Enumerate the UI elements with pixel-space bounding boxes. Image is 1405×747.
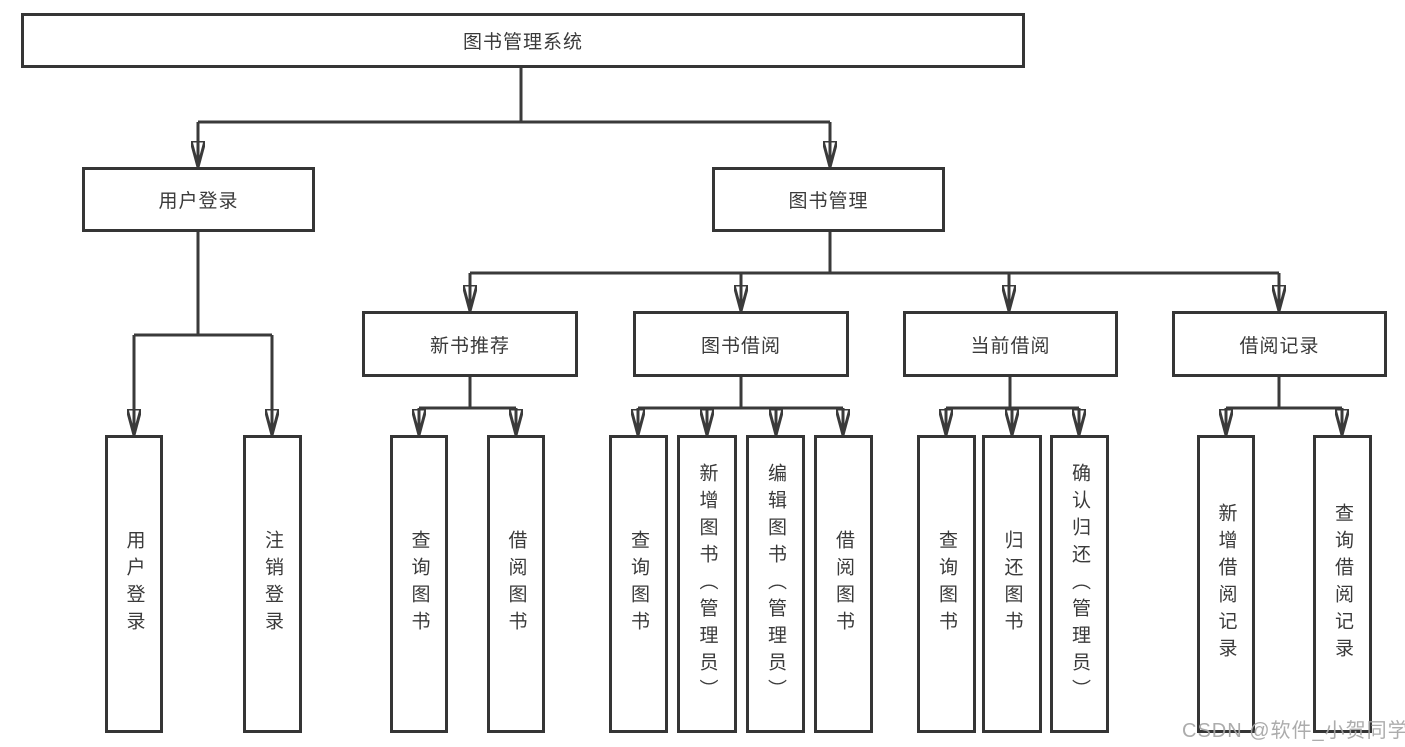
leaf-edit-book-admin: 编辑图书（管理员） (746, 435, 805, 733)
connector-user-login-children (134, 232, 272, 434)
connector-current-children (946, 377, 1079, 434)
leaf-query-borrow-record: 查询借阅记录 (1313, 435, 1372, 733)
leaf-query-books-2: 查询图书 (609, 435, 668, 733)
leaf-user-login: 用户登录 (105, 435, 163, 733)
leaf-logout: 注销登录 (243, 435, 302, 733)
node-current-borrowing: 当前借阅 (903, 311, 1118, 377)
connector-root-to-level1 (198, 68, 830, 166)
node-book-borrowing: 图书借阅 (633, 311, 849, 377)
node-new-book-recommendation: 新书推荐 (362, 311, 578, 377)
csdn-watermark: CSDN @软件_小贺同学 (1182, 720, 1405, 742)
connector-records-children (1226, 377, 1342, 434)
leaf-confirm-return-admin: 确认归还（管理员） (1050, 435, 1109, 733)
node-user-login: 用户登录 (82, 167, 315, 232)
connector-borrowing-children (638, 377, 843, 434)
node-book-management: 图书管理 (712, 167, 945, 232)
node-borrowing-records: 借阅记录 (1172, 311, 1387, 377)
leaf-return-books: 归还图书 (982, 435, 1042, 733)
leaf-borrow-books-2: 借阅图书 (814, 435, 873, 733)
node-library-management-system: 图书管理系统 (21, 13, 1025, 68)
leaf-query-books-1: 查询图书 (390, 435, 448, 733)
leaf-query-books-3: 查询图书 (917, 435, 976, 733)
leaf-borrow-books-1: 借阅图书 (487, 435, 545, 733)
connector-book-management-children (470, 232, 1279, 310)
leaf-add-book-admin: 新增图书（管理员） (677, 435, 737, 733)
connector-new-books-children (419, 377, 516, 434)
leaf-add-borrow-record: 新增借阅记录 (1197, 435, 1255, 733)
